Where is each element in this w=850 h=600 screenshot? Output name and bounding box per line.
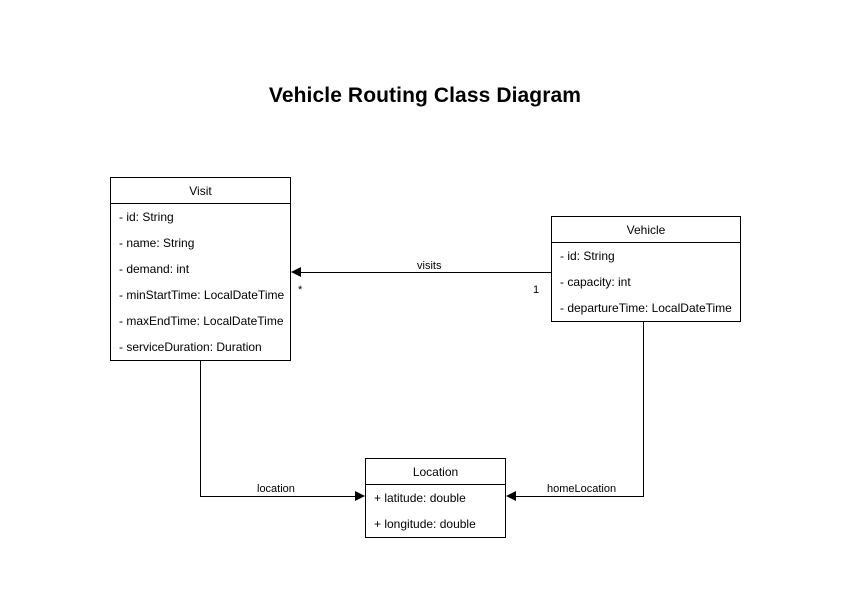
page-title: Vehicle Routing Class Diagram — [268, 84, 582, 107]
association-homelocation-line-horizontal — [511, 496, 644, 497]
uml-attribute: - id: String — [119, 210, 174, 224]
association-location-line-horizontal — [200, 496, 360, 497]
association-location-line-vertical — [200, 359, 201, 496]
uml-class-vehicle-name: Vehicle — [552, 217, 740, 243]
uml-attribute: - name: String — [119, 236, 195, 250]
association-visits-line — [296, 272, 551, 273]
association-visits-label: visits — [414, 260, 445, 272]
association-homelocation-arrowhead — [506, 491, 516, 501]
uml-attribute: - id: String — [560, 249, 615, 263]
uml-class-vehicle-attributes: - id: String - capacity: int - departure… — [552, 243, 740, 321]
uml-class-visit-attributes: - id: String - name: String - demand: in… — [111, 204, 290, 360]
uml-attribute: - demand: int — [119, 262, 190, 276]
uml-class-visit-name: Visit — [111, 178, 290, 204]
uml-attribute: - capacity: int — [560, 275, 631, 289]
uml-attribute: - minStartTime: LocalDateTime — [119, 288, 285, 302]
uml-attribute: - serviceDuration: Duration — [119, 340, 262, 354]
association-visits-multiplicity-target: * — [298, 284, 303, 296]
association-homelocation-label: homeLocation — [544, 483, 620, 495]
association-visits-multiplicity-source: 1 — [533, 284, 540, 296]
uml-class-vehicle[interactable]: Vehicle - id: String - capacity: int - d… — [551, 216, 741, 322]
uml-class-location[interactable]: Location + latitude: double + longitude:… — [365, 458, 506, 538]
uml-attribute: + latitude: double — [374, 491, 466, 505]
association-visits-arrowhead — [291, 267, 301, 277]
uml-attribute: + longitude: double — [374, 517, 476, 531]
association-location-arrowhead — [355, 491, 365, 501]
association-homelocation-line-vertical — [643, 321, 644, 496]
association-location-label: location — [254, 483, 298, 495]
uml-attribute: - departureTime: LocalDateTime — [560, 301, 732, 315]
uml-class-visit[interactable]: Visit - id: String - name: String - dema… — [110, 177, 291, 361]
uml-class-location-name: Location — [366, 459, 505, 485]
uml-attribute: - maxEndTime: LocalDateTime — [119, 314, 284, 328]
uml-class-location-attributes: + latitude: double + longitude: double — [366, 485, 505, 537]
